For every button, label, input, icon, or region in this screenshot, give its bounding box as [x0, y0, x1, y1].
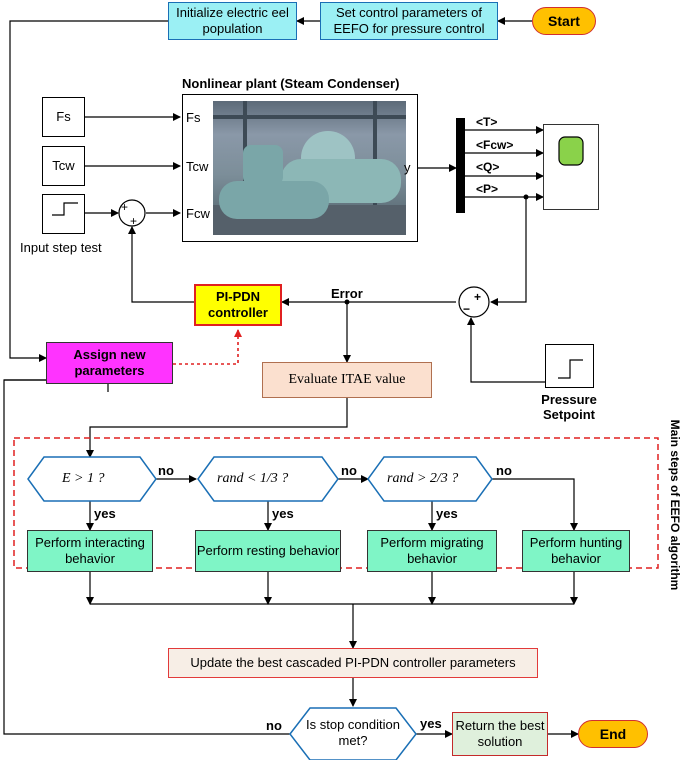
sum-junction-input [118, 199, 146, 227]
setpoint-step-icon [558, 359, 583, 379]
assign-parameters-label: Assign new parameters [73, 347, 146, 378]
port-y-label: y [404, 160, 411, 175]
decision-2-yes-label: yes [272, 506, 294, 521]
port-tcw-label: Tcw [186, 159, 209, 174]
pressure-setpoint-label: Pressure Setpoint [541, 392, 597, 422]
decision-2-text: rand < 1/3 ? [217, 471, 289, 486]
return-solution-label: Return the best solution [455, 718, 545, 749]
update-parameters-label: Update the best cascaded PI-PDN controll… [190, 655, 516, 670]
signal-t-label: <T> [476, 115, 498, 129]
sum2-minus: − [463, 302, 471, 316]
evaluate-itae-label: Evaluate ITAE value [288, 372, 406, 387]
input-tcw-label: Tcw [52, 158, 75, 173]
set-control-parameters-label: Set control parameters of EEFO for press… [333, 5, 485, 36]
decision-1-no-label: no [158, 463, 174, 478]
pi-pdn-controller-block: PI-PDN controller [194, 284, 282, 326]
end-label: End [599, 726, 627, 742]
start-terminal: Start [532, 7, 596, 35]
interacting-behavior-box: Perform interacting behavior [27, 530, 153, 572]
input-fs-label: Fs [56, 109, 71, 124]
error-label: Error [331, 286, 363, 301]
input-tcw-block: Tcw [42, 146, 85, 186]
assign-parameters-box: Assign new parameters [46, 342, 173, 384]
signal-p-label: <P> [476, 182, 499, 196]
decision-2-no-label: no [341, 463, 357, 478]
decision-3-text: rand > 2/3 ? [387, 471, 459, 486]
migrating-behavior-label: Perform migrating behavior [380, 535, 484, 566]
initialize-population-box: Initialize electric eel population [168, 2, 297, 40]
eefo-section-title: Main steps of EEFO algorithm [664, 420, 685, 591]
end-terminal: End [578, 720, 648, 748]
resting-behavior-label: Perform resting behavior [196, 543, 340, 558]
update-parameters-box: Update the best cascaded PI-PDN controll… [168, 648, 538, 678]
sum1-bottom-plus: + [130, 214, 138, 228]
eefo-section-title-text: Main steps of EEFO algorithm [668, 419, 682, 591]
start-label: Start [548, 13, 580, 29]
initialize-population-label: Initialize electric eel population [176, 5, 289, 36]
interacting-behavior-label: Perform interacting behavior [35, 535, 145, 566]
resting-behavior-box: Perform resting behavior [195, 530, 341, 572]
decision-3-yes-label: yes [436, 506, 458, 521]
decision-e-gt-1 [27, 456, 157, 502]
decision-3-no-label: no [496, 463, 512, 478]
hunting-behavior-box: Perform hunting behavior [522, 530, 630, 572]
evaluate-itae-box: Evaluate ITAE value [262, 362, 432, 398]
signal-fcw-label: <Fcw> [476, 138, 514, 152]
port-fcw-label: Fcw [186, 206, 210, 221]
step-icon [52, 202, 78, 216]
migrating-behavior-box: Perform migrating behavior [367, 530, 497, 572]
decision-1-yes-label: yes [94, 506, 116, 521]
scope-block [543, 124, 599, 210]
stop-yes-label: yes [420, 716, 442, 731]
decision-1-text: E > 1 ? [62, 471, 105, 486]
bus-mux [456, 118, 465, 213]
steam-condenser-photo [213, 101, 406, 235]
signal-q-label: <Q> [476, 160, 500, 174]
set-control-parameters-box: Set control parameters of EEFO for press… [320, 2, 498, 40]
stop-no-label: no [266, 718, 282, 733]
decision-stop-condition [289, 707, 417, 760]
sum2-plus: + [474, 290, 482, 304]
pressure-setpoint-block [545, 344, 594, 388]
scope-screen-icon [558, 136, 584, 166]
input-step-caption: Input step test [20, 240, 102, 255]
pi-pdn-controller-label: PI-PDN controller [208, 289, 268, 320]
input-fs-block: Fs [42, 97, 85, 137]
sum-junction-error [458, 286, 490, 318]
hunting-behavior-label: Perform hunting behavior [529, 535, 623, 566]
decision-rand-lt-third [197, 456, 339, 502]
plant-title: Nonlinear plant (Steam Condenser) [182, 76, 400, 91]
stop-condition-text: Is stop condition met? [306, 717, 400, 748]
input-step-block [42, 194, 85, 234]
return-solution-box: Return the best solution [452, 712, 548, 756]
port-fs-label: Fs [186, 110, 201, 125]
decision-rand-gt-two-thirds [367, 456, 493, 502]
sum1-top-plus: + [121, 200, 129, 214]
